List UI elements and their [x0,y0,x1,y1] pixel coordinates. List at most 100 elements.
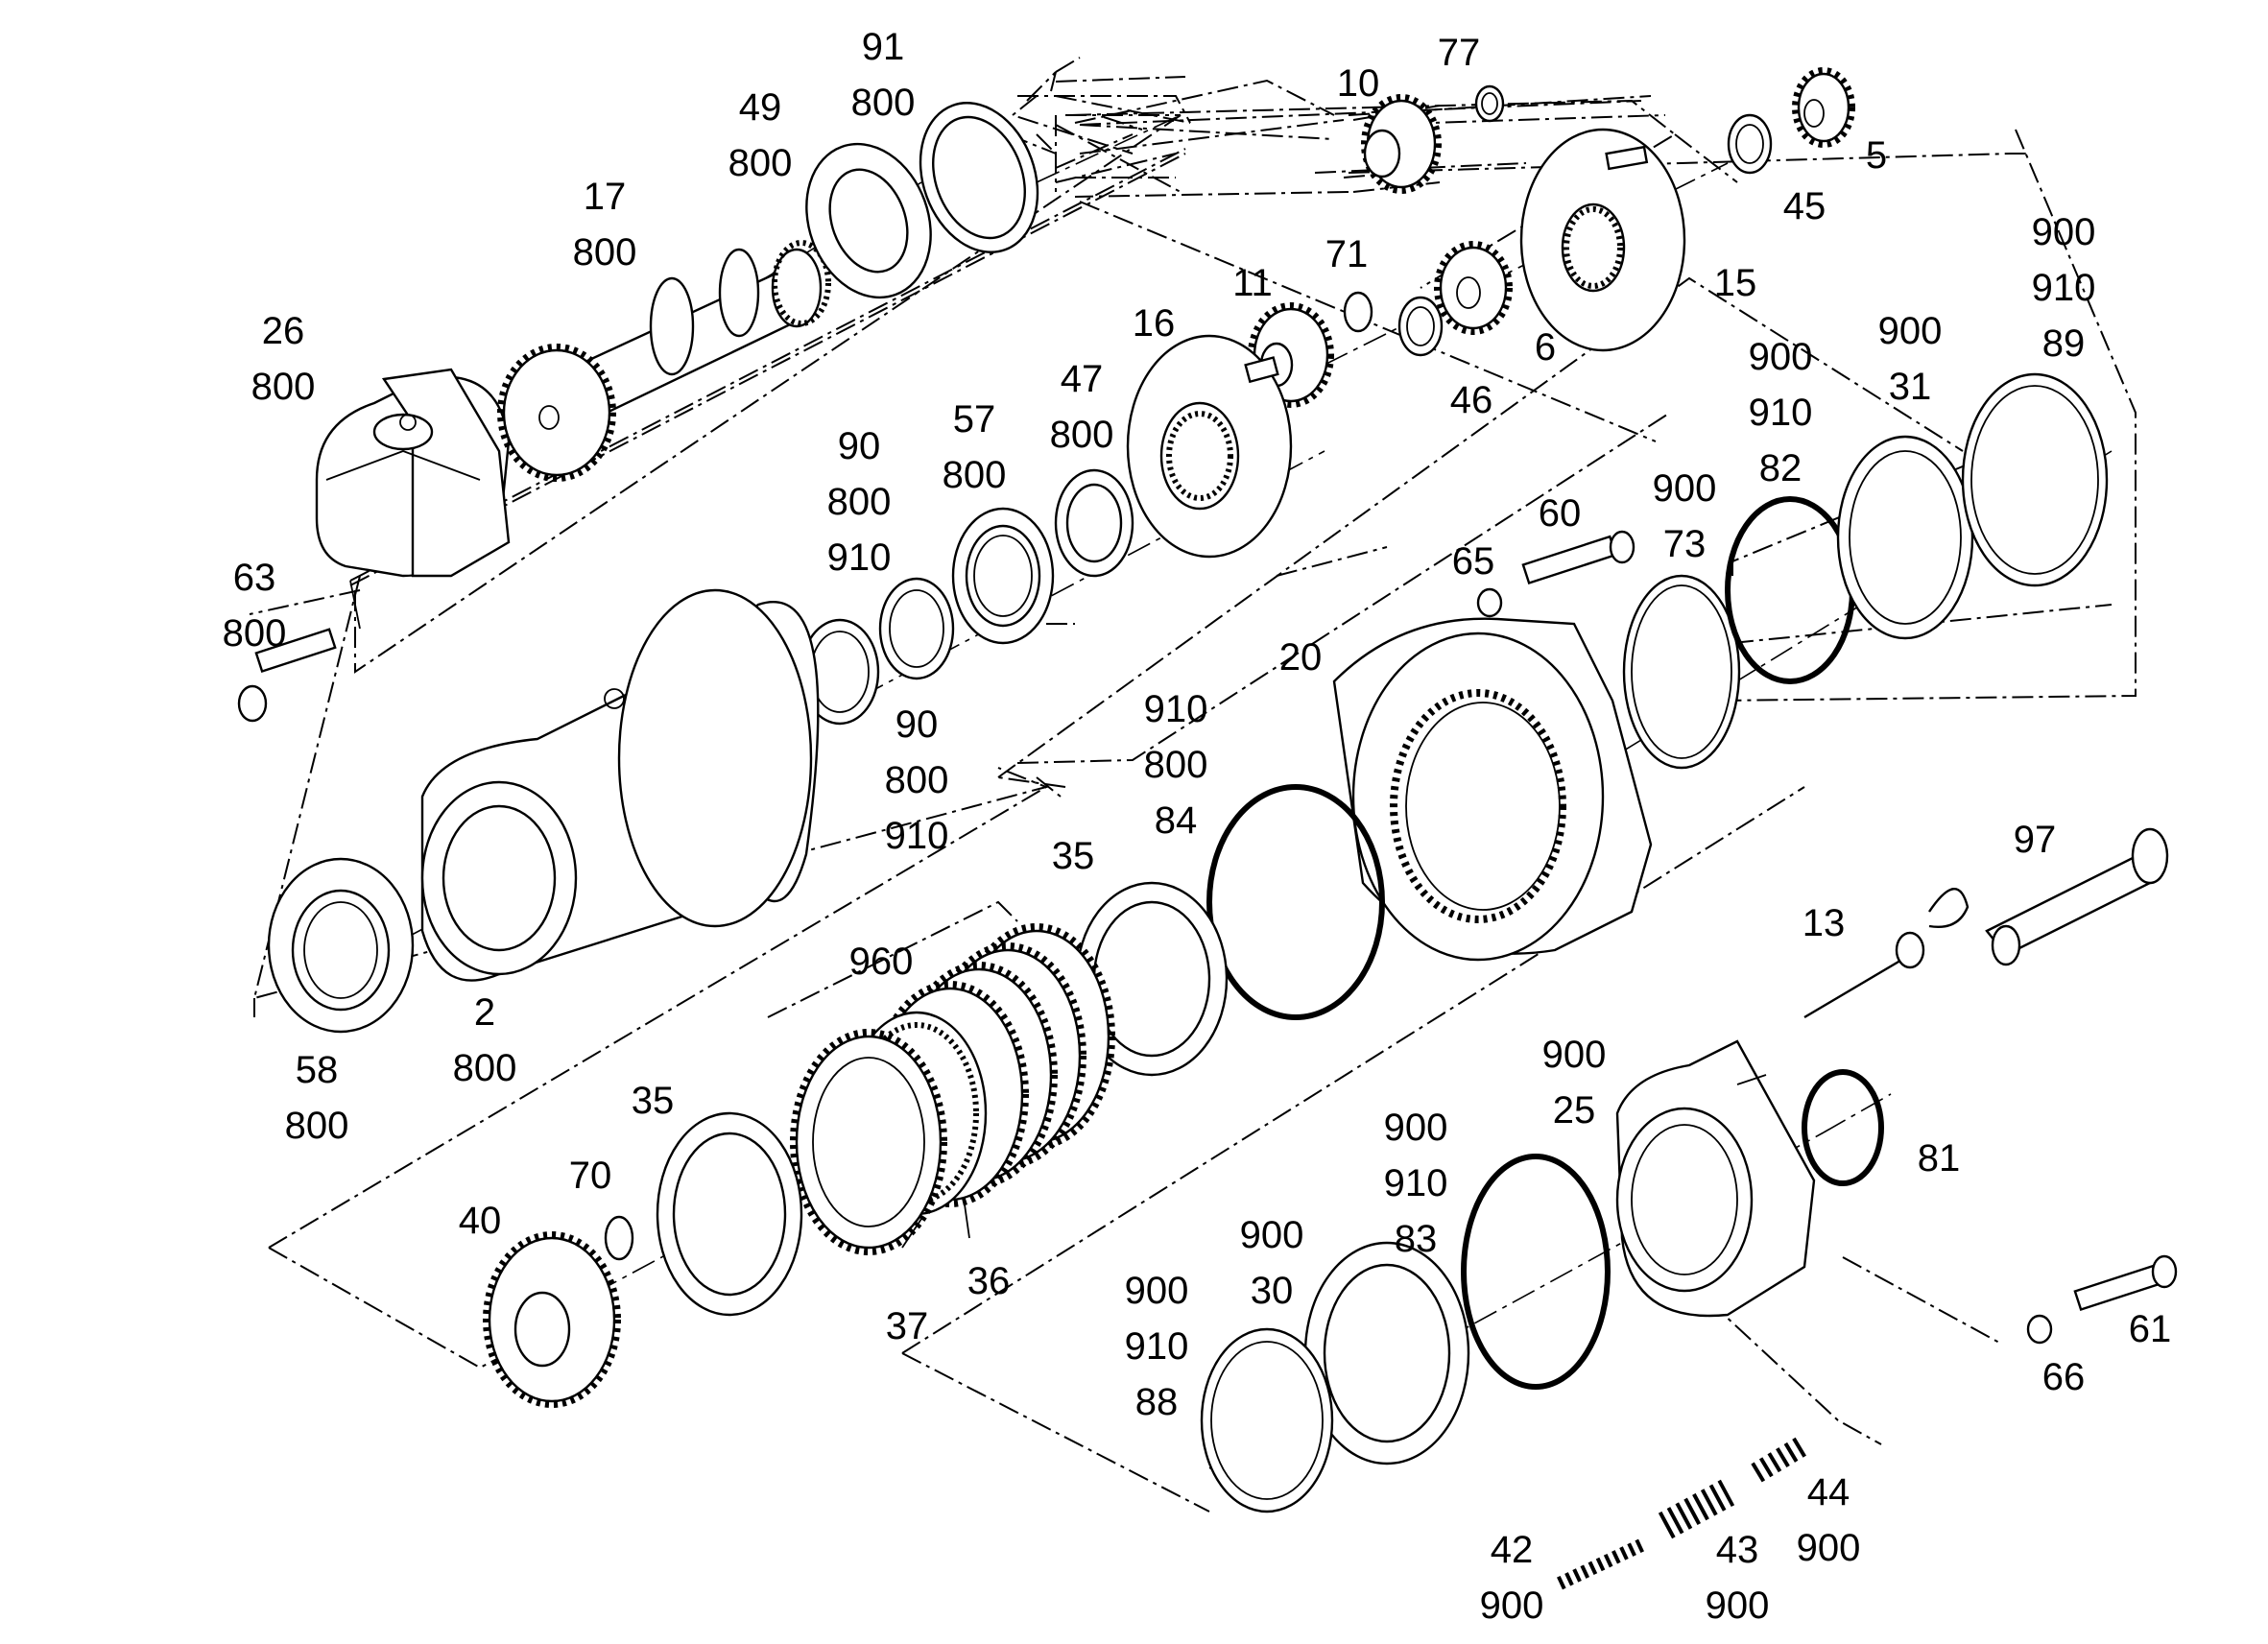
callout-35-upper: 35 [1052,835,1095,877]
callout-40: 40 [459,1200,502,1242]
callout-line: 800 [453,1047,517,1089]
callout-line: 17 [584,176,627,218]
callout-line: 800 [251,366,316,408]
part-83-o-ring [1461,1154,1611,1390]
callout-line: 13 [1802,902,1846,944]
part-47-ring [1054,468,1134,578]
callout-5: 5 [1866,134,1887,177]
callout-line: 31 [1889,366,1932,408]
callout-line: 6 [1535,326,1556,369]
part-5-gear [1792,67,1855,148]
callout-line: 900 [1878,310,1943,352]
part-82-o-ring [1725,496,1855,684]
callout-line: 900 [1749,336,1813,378]
callout-line: 83 [1395,1218,1438,1260]
callout-line: 800 [827,481,892,523]
callout-13: 13 [1802,902,1846,944]
callout-36: 36 [967,1260,1011,1302]
callout-61: 61 [2129,1308,2172,1350]
callout-line: 11 [1232,262,1273,304]
callout-line: 900 [1125,1270,1189,1312]
callout-line: 46 [1450,379,1493,421]
callout-line: 910 [1144,688,1208,730]
callout-line: 88 [1135,1381,1179,1423]
callout-line: 20 [1279,636,1323,679]
callout-line: 36 [967,1260,1011,1302]
callout-line: 15 [1714,262,1757,304]
part-89-ring [1961,372,2109,587]
part-25-piston-housing [1615,1039,1816,1318]
part-90-ring-a [878,577,955,680]
callout-line: 81 [1918,1137,1961,1179]
callout-6: 6 [1535,326,1556,369]
callout-37: 37 [886,1305,929,1347]
callout-line: 2 [474,991,495,1034]
callout-line: 800 [728,142,793,184]
callout-10: 10 [1337,62,1380,105]
callout-16: 16 [1133,302,1176,345]
part-6-gear [1434,241,1513,335]
part-2-housing [420,588,820,982]
callout-line: 45 [1783,185,1826,227]
part-31-ring [1836,435,1974,640]
callout-960: 960 [849,941,914,983]
callout-71: 71 [1325,233,1369,275]
part-20-hub [1332,617,1653,962]
part-66-washer [2026,1314,2053,1345]
part-10-gear [1361,94,1442,194]
callout-line: 910 [2032,267,2096,309]
callout-line: 900 [1240,1214,1304,1256]
callout-line: 910 [885,815,949,857]
callout-line: 97 [2014,819,2057,861]
callout-line: 30 [1251,1270,1294,1312]
callout-line: 37 [886,1305,929,1347]
callout-line: 65 [1452,540,1495,583]
callout-line: 66 [2042,1356,2086,1398]
part-71-circlip [1343,291,1373,333]
callout-11: 11 [1232,262,1273,304]
part-63-bolt [237,628,337,723]
callout-line: 800 [885,759,949,801]
callout-line: 40 [459,1200,502,1242]
callout-line: 89 [2042,322,2086,365]
callout-line: 900 [1480,1584,1544,1627]
callout-line: 71 [1325,233,1369,275]
callout-line: 900 [1384,1107,1448,1149]
part-84-o-ring [1206,784,1385,1020]
callout-line: 61 [2129,1308,2172,1350]
part-45-washer [1727,113,1773,175]
callout-line: 900 [1797,1527,1861,1569]
callout-15: 15 [1714,262,1757,304]
callout-line: 910 [1125,1325,1189,1368]
leader-lines [349,580,1767,1249]
callout-line: 910 [1384,1162,1448,1204]
part-37-plate [790,1029,947,1255]
part-43-spring [1658,1479,1735,1539]
part-40-gear [483,1231,621,1408]
part-70-circlip [604,1215,634,1261]
part-35-ring-lower [656,1111,803,1317]
callout-97: 97 [2014,819,2057,861]
callout-45: 45 [1783,185,1826,227]
callout-line: 35 [1052,835,1095,877]
callout-83: 900 910 83 [1384,1107,1448,1260]
callout-line: 910 [1749,392,1813,434]
callout-line: 57 [953,398,996,441]
callout-line: 900 [1706,1584,1770,1627]
part-60-bolt [1521,530,1635,585]
